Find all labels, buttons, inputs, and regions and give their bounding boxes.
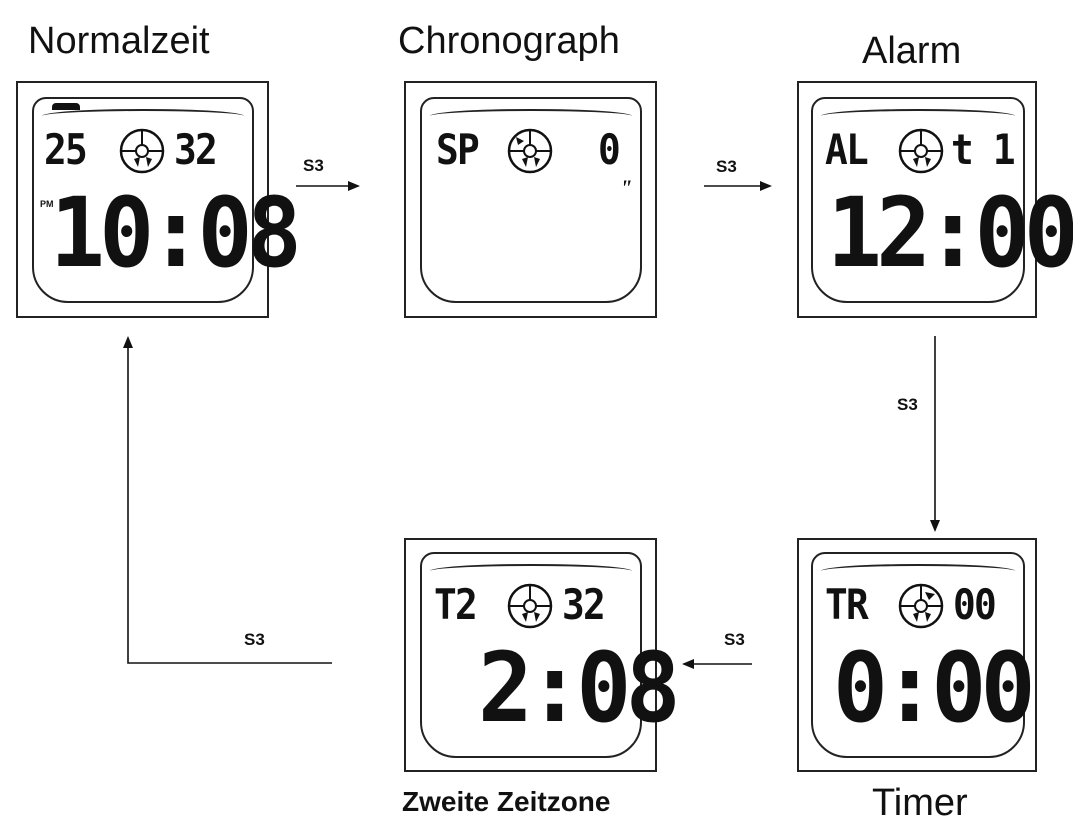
title-zweite-zeitzone: Zweite Zeitzone <box>402 786 611 817</box>
title-chronograph: Chronograph <box>398 20 620 62</box>
arrow-zweite-to-normalzeit <box>123 336 332 664</box>
panel-normalzeit: 25 32 PM 10:08 <box>16 81 302 318</box>
s3-label-4: S3 <box>724 630 745 649</box>
display-top-right: t 1 <box>951 125 1016 174</box>
panel-chronograph: SP 0 " <box>404 81 657 318</box>
lcd-screen: T2 32 2:08 <box>420 552 681 758</box>
panel-zweite-zeitzone: T2 32 2:08 <box>404 538 681 772</box>
title-alarm: Alarm <box>862 30 962 72</box>
lcd-screen: 25 32 PM 10:08 <box>32 97 302 303</box>
mode-dial-icon <box>898 128 944 174</box>
panel-alarm: AL t 1 12:00 <box>797 81 1073 318</box>
s3-label-5: S3 <box>244 630 265 649</box>
display-top-left: SP <box>436 125 480 174</box>
battery-indicator <box>52 103 80 110</box>
s3-label-1: S3 <box>303 156 324 175</box>
display-main-time: 10:08 <box>50 177 302 289</box>
display-main-time: 12:00 <box>827 177 1073 289</box>
display-top-left: 25 <box>44 125 88 174</box>
lcd-screen: AL t 1 12:00 <box>811 97 1073 303</box>
display-top-right: 32 <box>562 580 606 629</box>
mode-dial-icon <box>119 128 165 174</box>
lcd-screen: SP 0 " <box>420 97 642 303</box>
display-top-right: 0 <box>598 125 621 174</box>
screen-top-arc <box>430 564 632 578</box>
screen-top-arc <box>821 564 1015 578</box>
display-main-time: 0:00 <box>833 632 1036 744</box>
flow-arrows <box>123 181 940 669</box>
screen-top-arc <box>42 109 244 123</box>
mode-dial-icon <box>507 583 553 629</box>
display-main-time: 2:08 <box>478 632 681 744</box>
mode-dial-icon <box>898 583 944 629</box>
screen-top-arc <box>430 109 632 123</box>
display-top-right: 32 <box>174 125 218 174</box>
screen-top-arc <box>821 109 1015 123</box>
display-top-left: T2 <box>434 580 478 629</box>
display-top-left: TR <box>825 580 869 629</box>
lcd-screen: TR 00 0:00 <box>811 552 1036 758</box>
s3-label-2: S3 <box>716 157 737 176</box>
mode-dial-icon <box>507 128 553 174</box>
display-top-right: 00 <box>953 580 997 629</box>
display-top-left: AL <box>825 125 869 174</box>
s3-label-3: S3 <box>897 395 918 414</box>
pm-indicator: PM <box>40 199 54 209</box>
title-timer: Timer <box>872 782 968 824</box>
seconds-unit-mark: " <box>620 175 633 200</box>
title-normalzeit: Normalzeit <box>28 20 210 62</box>
panel-timer: TR 00 0:00 <box>797 538 1037 772</box>
